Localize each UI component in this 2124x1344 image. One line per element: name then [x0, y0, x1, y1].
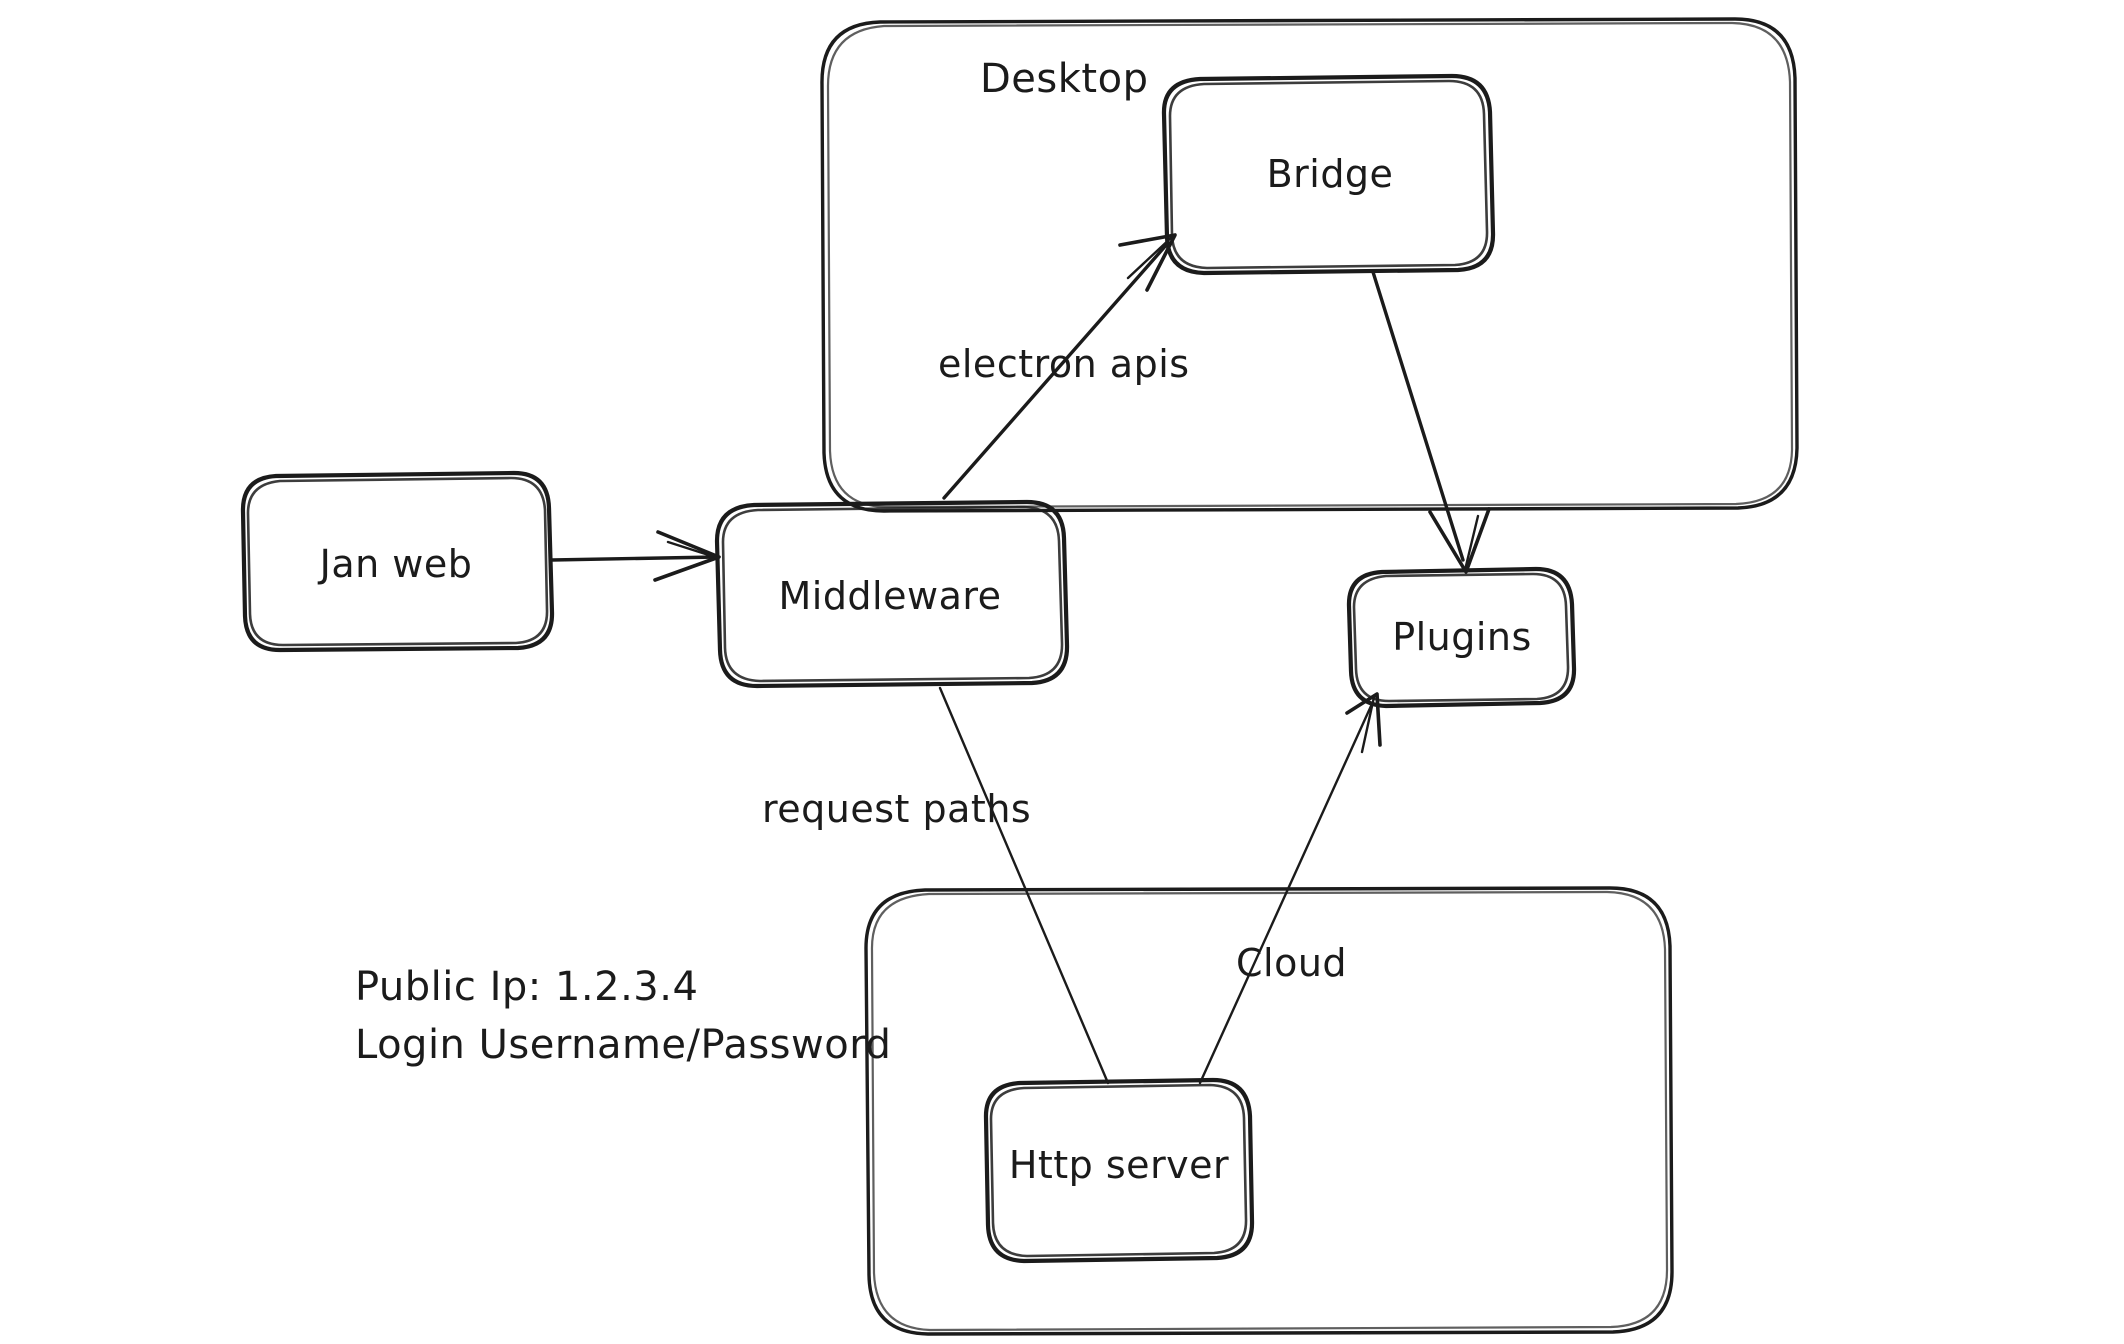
- edge-label-electron-apis: electron apis: [938, 342, 1190, 386]
- node-label-middleware: Middleware: [778, 574, 1001, 618]
- node-plugins[interactable]: Plugins: [1346, 566, 1577, 709]
- edge-janweb-to-middleware: [550, 530, 721, 582]
- node-bridge[interactable]: Bridge: [1161, 73, 1496, 276]
- edge-label-request-paths: request paths: [762, 787, 1031, 831]
- node-label-jan-web: Jan web: [318, 542, 473, 586]
- edge-label-cloud: Cloud: [1236, 941, 1347, 985]
- node-jan-web[interactable]: Jan web: [240, 470, 555, 653]
- group-desktop[interactable]: Desktop: [820, 17, 1799, 513]
- group-label-desktop: Desktop: [980, 56, 1148, 102]
- node-middleware[interactable]: Middleware: [714, 499, 1070, 689]
- note-login: Login Username/Password: [355, 1022, 891, 1068]
- edge-middleware-to-httpserver: request paths: [762, 686, 1110, 1085]
- node-label-bridge: Bridge: [1267, 152, 1394, 196]
- group-cloud-container[interactable]: [864, 886, 1674, 1336]
- edge-middleware-to-bridge: electron apis: [938, 233, 1190, 500]
- note-public-ip: Public Ip: 1.2.3.4: [355, 964, 698, 1010]
- notes-block: Public Ip: 1.2.3.4 Login Username/Passwo…: [355, 964, 891, 1068]
- edge-bridge-to-plugins: [1371, 270, 1491, 574]
- node-label-plugins: Plugins: [1392, 615, 1532, 659]
- edge-httpserver-to-plugins: Cloud: [1198, 692, 1382, 1085]
- node-label-http-server: Http server: [1009, 1143, 1229, 1187]
- node-http-server[interactable]: Http server: [983, 1077, 1255, 1264]
